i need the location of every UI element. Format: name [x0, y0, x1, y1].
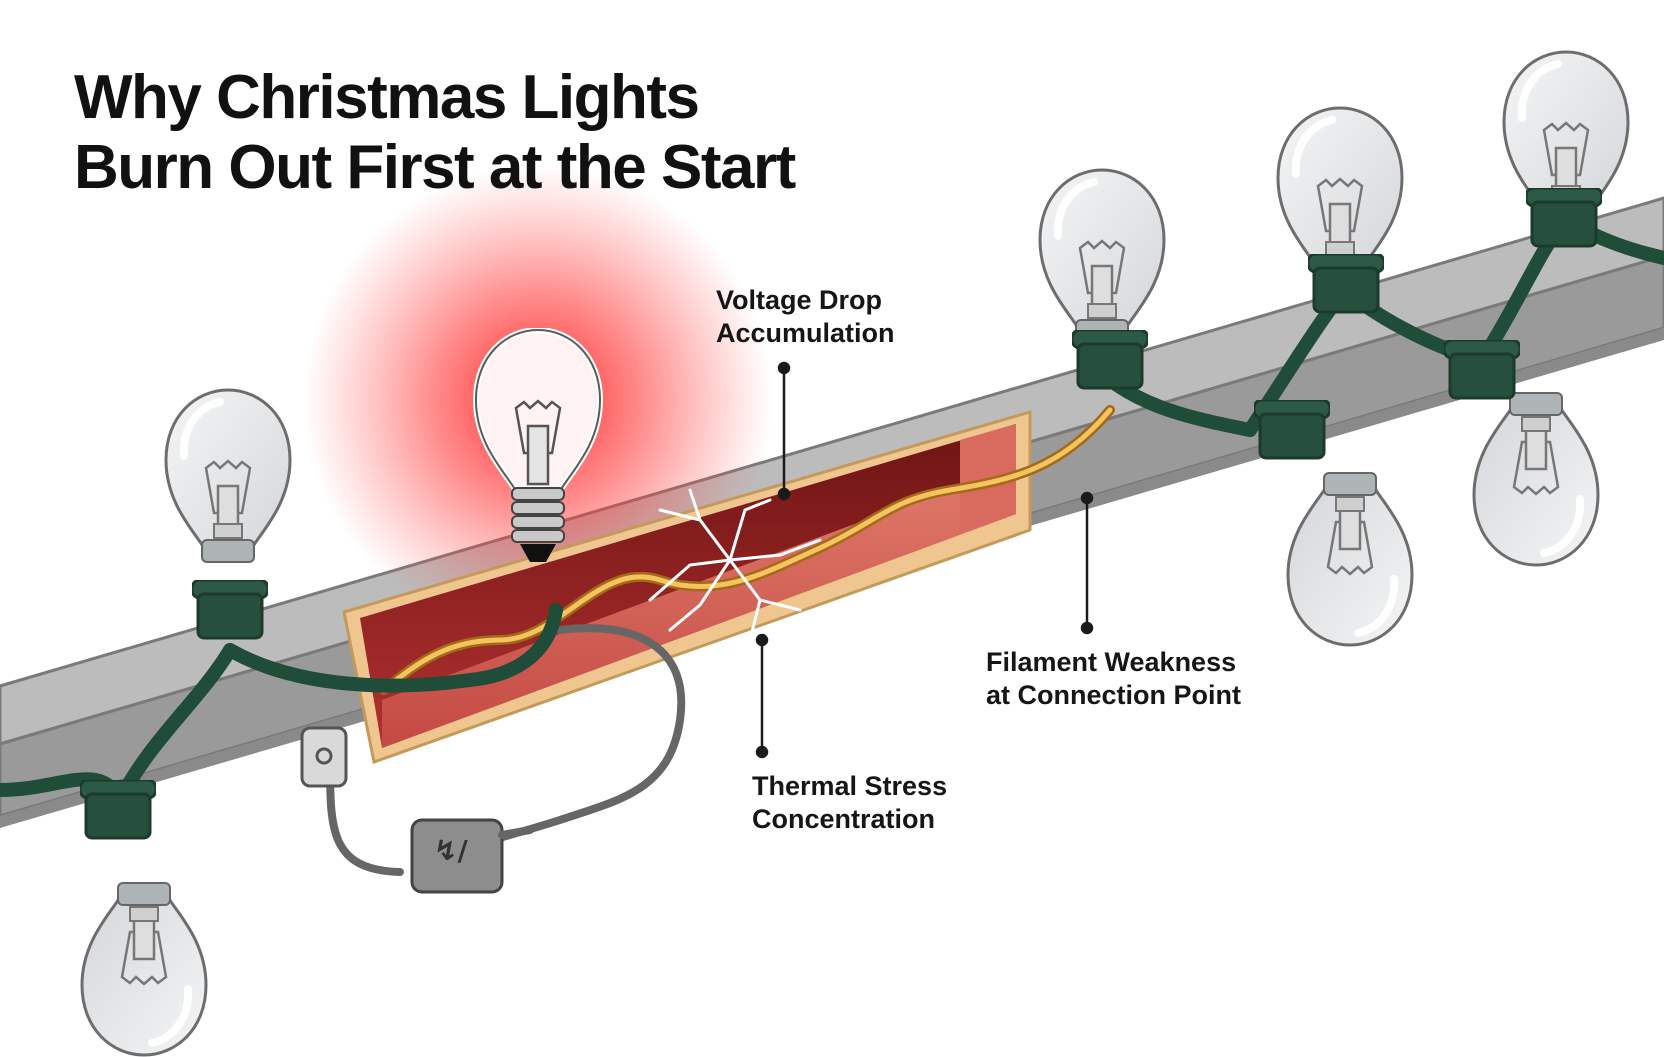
callout-thermal-stress: Thermal Stress Concentration [752, 770, 947, 836]
bulb-burnt-out [450, 326, 626, 577]
callout-voltage-drop: Voltage Drop Accumulation [716, 284, 895, 350]
callout-filament-weakness-line-2: at Connection Point [986, 680, 1241, 710]
power-cord [300, 624, 686, 894]
callout-filament-weakness-line-1: Filament Weakness [986, 647, 1237, 677]
callout-thermal-stress-line-1: Thermal Stress [752, 771, 948, 801]
plug-adapter-icon [410, 818, 504, 894]
callout-filament-weakness: Filament Weakness at Connection Point [986, 646, 1241, 712]
callout-pointers [755, 361, 1094, 759]
socket-right-1 [1306, 252, 1386, 319]
callout-voltage-drop-line-2: Accumulation [716, 318, 895, 348]
crack-marks [648, 488, 822, 642]
callout-thermal-stress-line-2: Concentration [752, 804, 936, 834]
bulb-hanging-left [56, 808, 232, 1057]
page-title-line-1: Why Christmas Lights [74, 63, 700, 132]
socket-hanging-1 [1252, 398, 1332, 465]
wall-outlet-icon [300, 726, 348, 788]
socket-right-2 [1524, 186, 1604, 253]
bulb-right-2 [1478, 50, 1654, 299]
socket-connection [1070, 328, 1150, 395]
page-title-line-2: Burn Out First at the Start [74, 133, 796, 202]
diagram-canvas [0, 165, 1664, 894]
socket-hanging-2 [1442, 338, 1522, 405]
socket-left [190, 578, 270, 645]
socket-hanging-left [78, 778, 158, 845]
callout-voltage-drop-line-1: Voltage Drop [716, 285, 883, 315]
plug-symbol: ↯/ [434, 834, 468, 867]
